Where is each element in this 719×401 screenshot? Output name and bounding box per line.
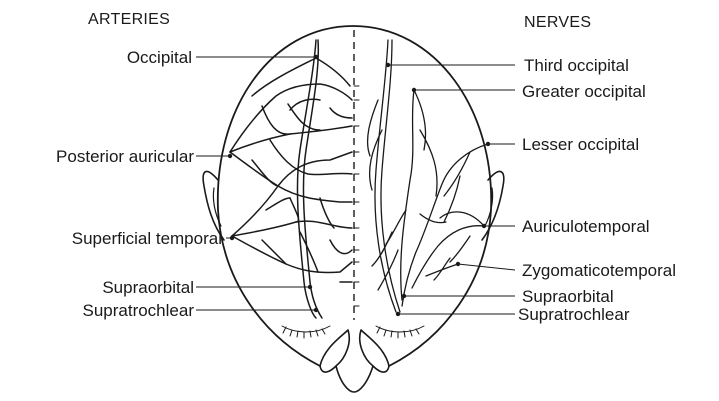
nerves-header: NERVES — [524, 14, 591, 31]
left-eyelashes — [282, 326, 330, 338]
right-ear — [482, 171, 504, 240]
nerve-label-lesser-occipital: Lesser occipital — [522, 135, 639, 154]
nerve-label-supratrochlear: Supratrochlear — [518, 305, 630, 324]
nerve-label-zygomaticotemporal: Zygomaticotemporal — [522, 261, 676, 280]
artery-label-posterior-auricular: Posterior auricular — [56, 147, 194, 166]
artery-label-supratrochlear: Supratrochlear — [82, 301, 194, 320]
artery-label-superficial-temporal: Superficial temporal — [72, 229, 222, 248]
nerve-label-greater-occipital: Greater occipital — [522, 82, 646, 101]
arteries-header: ARTERIES — [88, 11, 170, 28]
nose — [320, 330, 389, 392]
artery-network — [230, 40, 352, 318]
nerve-label-auriculotemporal: Auriculotemporal — [522, 217, 650, 236]
artery-label-supraorbital: Supraorbital — [102, 278, 194, 297]
head-outline — [218, 26, 491, 366]
right-eyelashes — [376, 326, 424, 338]
nerve-network — [368, 40, 488, 312]
nerve-label-supraorbital: Supraorbital — [522, 287, 614, 306]
midline-ticks — [354, 86, 359, 306]
nerve-label-third-occipital: Third occipital — [524, 56, 629, 75]
leader-dots — [228, 55, 490, 316]
artery-label-occipital: Occipital — [127, 48, 192, 67]
